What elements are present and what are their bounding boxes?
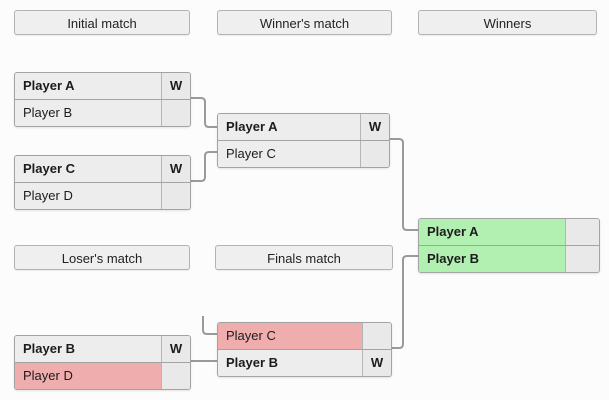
win-flag [565,246,599,272]
header-initial-match: Initial match [14,10,190,35]
connector-winners-match-to-winners [390,138,418,231]
win-flag: W [161,336,190,362]
player-name: Player C [218,323,362,349]
win-flag: W [161,73,190,99]
connector-finals-to-winners [392,255,418,349]
win-flag: W [161,156,190,182]
player-name: Player B [419,246,565,272]
player-name: Player C [218,141,360,167]
match-initial-1: Player A W Player B [14,72,191,127]
win-flag [360,141,389,167]
player-name: Player A [419,219,565,245]
connector-initial1-to-winners-match [191,97,217,128]
player-name: Player A [15,73,161,99]
win-flag [161,183,190,209]
match-row-loser[interactable]: Player C [218,323,391,349]
winner-row-second[interactable]: Player B [419,245,599,272]
player-name: Player D [15,363,161,389]
player-name: Player D [15,183,161,209]
win-flag [161,100,190,126]
player-name: Player B [15,100,161,126]
match-row-winner[interactable]: Player C W [15,156,190,182]
match-row-winner[interactable]: Player B W [218,349,391,376]
header-winners-match: Winner's match [217,10,392,35]
winner-row-first[interactable]: Player A [419,219,599,245]
player-name: Player B [15,336,161,362]
connector-initial2-to-winners-match [191,151,217,182]
win-flag [161,363,190,389]
match-finals: Player C Player B W [217,322,392,377]
header-winners: Winners [418,10,597,35]
match-winners-bracket: Player A W Player C [217,113,390,168]
match-row-loser[interactable]: Player C [218,140,389,167]
win-flag [565,219,599,245]
player-name: Player B [218,350,362,376]
header-losers-match: Loser's match [14,245,190,270]
win-flag [362,323,391,349]
player-name: Player A [218,114,360,140]
winners-box: Player A Player B [418,218,600,273]
match-row-loser[interactable]: Player B [15,99,190,126]
match-row-winner[interactable]: Player A W [15,73,190,99]
header-finals-match: Finals match [215,245,393,270]
connector-stub-to-finals-row1 [202,316,217,335]
win-flag: W [360,114,389,140]
match-row-winner[interactable]: Player A W [218,114,389,140]
match-row-winner[interactable]: Player B W [15,336,190,362]
match-row-loser[interactable]: Player D [15,362,190,389]
player-name: Player C [15,156,161,182]
match-initial-2: Player C W Player D [14,155,191,210]
match-row-loser[interactable]: Player D [15,182,190,209]
win-flag: W [362,350,391,376]
match-losers-bracket: Player B W Player D [14,335,191,390]
